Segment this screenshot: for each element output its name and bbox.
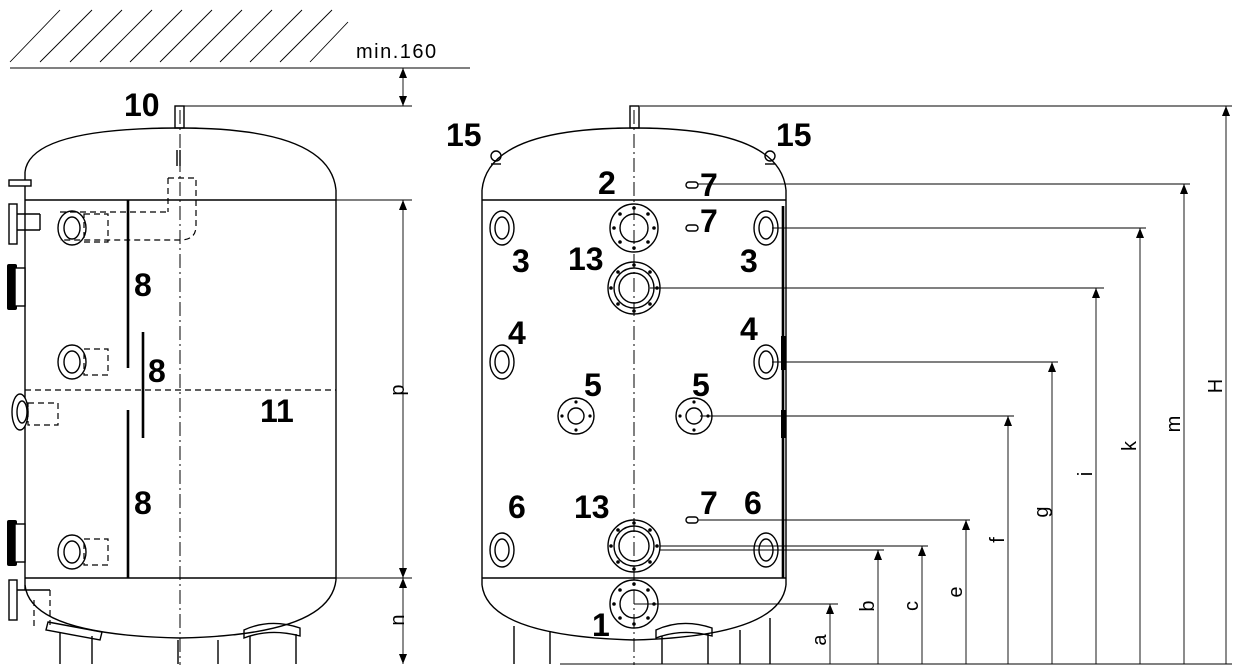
lifting-lug-left <box>490 150 502 165</box>
label-4-left: 4 <box>508 315 526 351</box>
label-3-right: 3 <box>740 243 758 279</box>
label-13-top: 13 <box>568 241 604 277</box>
left-mid-flange <box>11 393 59 431</box>
label-1: 1 <box>592 607 610 643</box>
label-7-top: 7 <box>700 167 718 203</box>
dim-label-k: k <box>1119 440 1141 451</box>
label-7-middle: 7 <box>700 203 718 239</box>
dim-label-H: H <box>1205 379 1227 393</box>
left-socket-lower <box>57 534 109 570</box>
left-lower-coil-flange <box>7 520 26 566</box>
label-5-right: 5 <box>692 367 710 403</box>
dim-label-a: a <box>809 634 831 646</box>
left-tank <box>7 105 337 665</box>
label-6-right: 6 <box>744 485 762 521</box>
label-5-left: 5 <box>584 367 602 403</box>
dim-label-e: e <box>945 586 967 597</box>
label-11: 11 <box>260 393 294 429</box>
flange-2 <box>609 203 659 253</box>
sensor-7-middle <box>685 224 699 232</box>
sensor-7-bottom <box>685 516 699 524</box>
label-13-bottom: 13 <box>574 489 610 525</box>
ceiling-hatch <box>9 9 470 69</box>
dimension-n <box>399 578 407 664</box>
dim-label-f: f <box>987 537 1009 543</box>
left-tank-feet <box>45 621 301 664</box>
label-8-bottom: 8 <box>134 485 152 521</box>
dim-label-i: i <box>1075 472 1097 476</box>
socket-3-left <box>489 210 515 246</box>
left-coil-flange <box>7 264 26 310</box>
clearance-dimension <box>180 68 412 107</box>
dim-label-g: g <box>1031 506 1053 517</box>
right-tank-feet <box>513 618 771 664</box>
flange-13-bottom <box>607 519 661 573</box>
left-socket-middle <box>57 344 109 380</box>
height-dimensions <box>560 105 1232 665</box>
dim-label-p: p <box>387 384 409 395</box>
label-15-left: 15 <box>446 117 482 153</box>
dimension-p <box>336 199 412 579</box>
label-7-bottom: 7 <box>700 485 718 521</box>
socket-6-left <box>489 532 515 568</box>
right-tank <box>481 105 787 665</box>
label-4-right: 4 <box>740 311 758 347</box>
dim-label-n: n <box>387 614 409 625</box>
dim-label-b: b <box>857 600 879 611</box>
dim-label-c: c <box>901 601 923 611</box>
label-15-right: 15 <box>776 117 812 153</box>
left-bottom-nozzle <box>8 579 51 630</box>
left-socket-upper <box>57 210 109 246</box>
label-8-middle: 8 <box>148 353 166 389</box>
socket-5-left <box>557 397 595 435</box>
label-10: 10 <box>124 87 160 123</box>
label-8-top: 8 <box>134 267 152 303</box>
label-3-left: 3 <box>512 243 530 279</box>
lifting-lug-right <box>764 150 776 165</box>
clearance-label: min.160 <box>356 41 438 63</box>
socket-4-left <box>489 344 515 380</box>
label-2: 2 <box>598 165 616 201</box>
sensor-7-top <box>685 181 699 189</box>
dim-label-m: m <box>1163 416 1185 433</box>
label-6-left: 6 <box>508 489 526 525</box>
left-nozzle-top-flange <box>8 179 41 245</box>
